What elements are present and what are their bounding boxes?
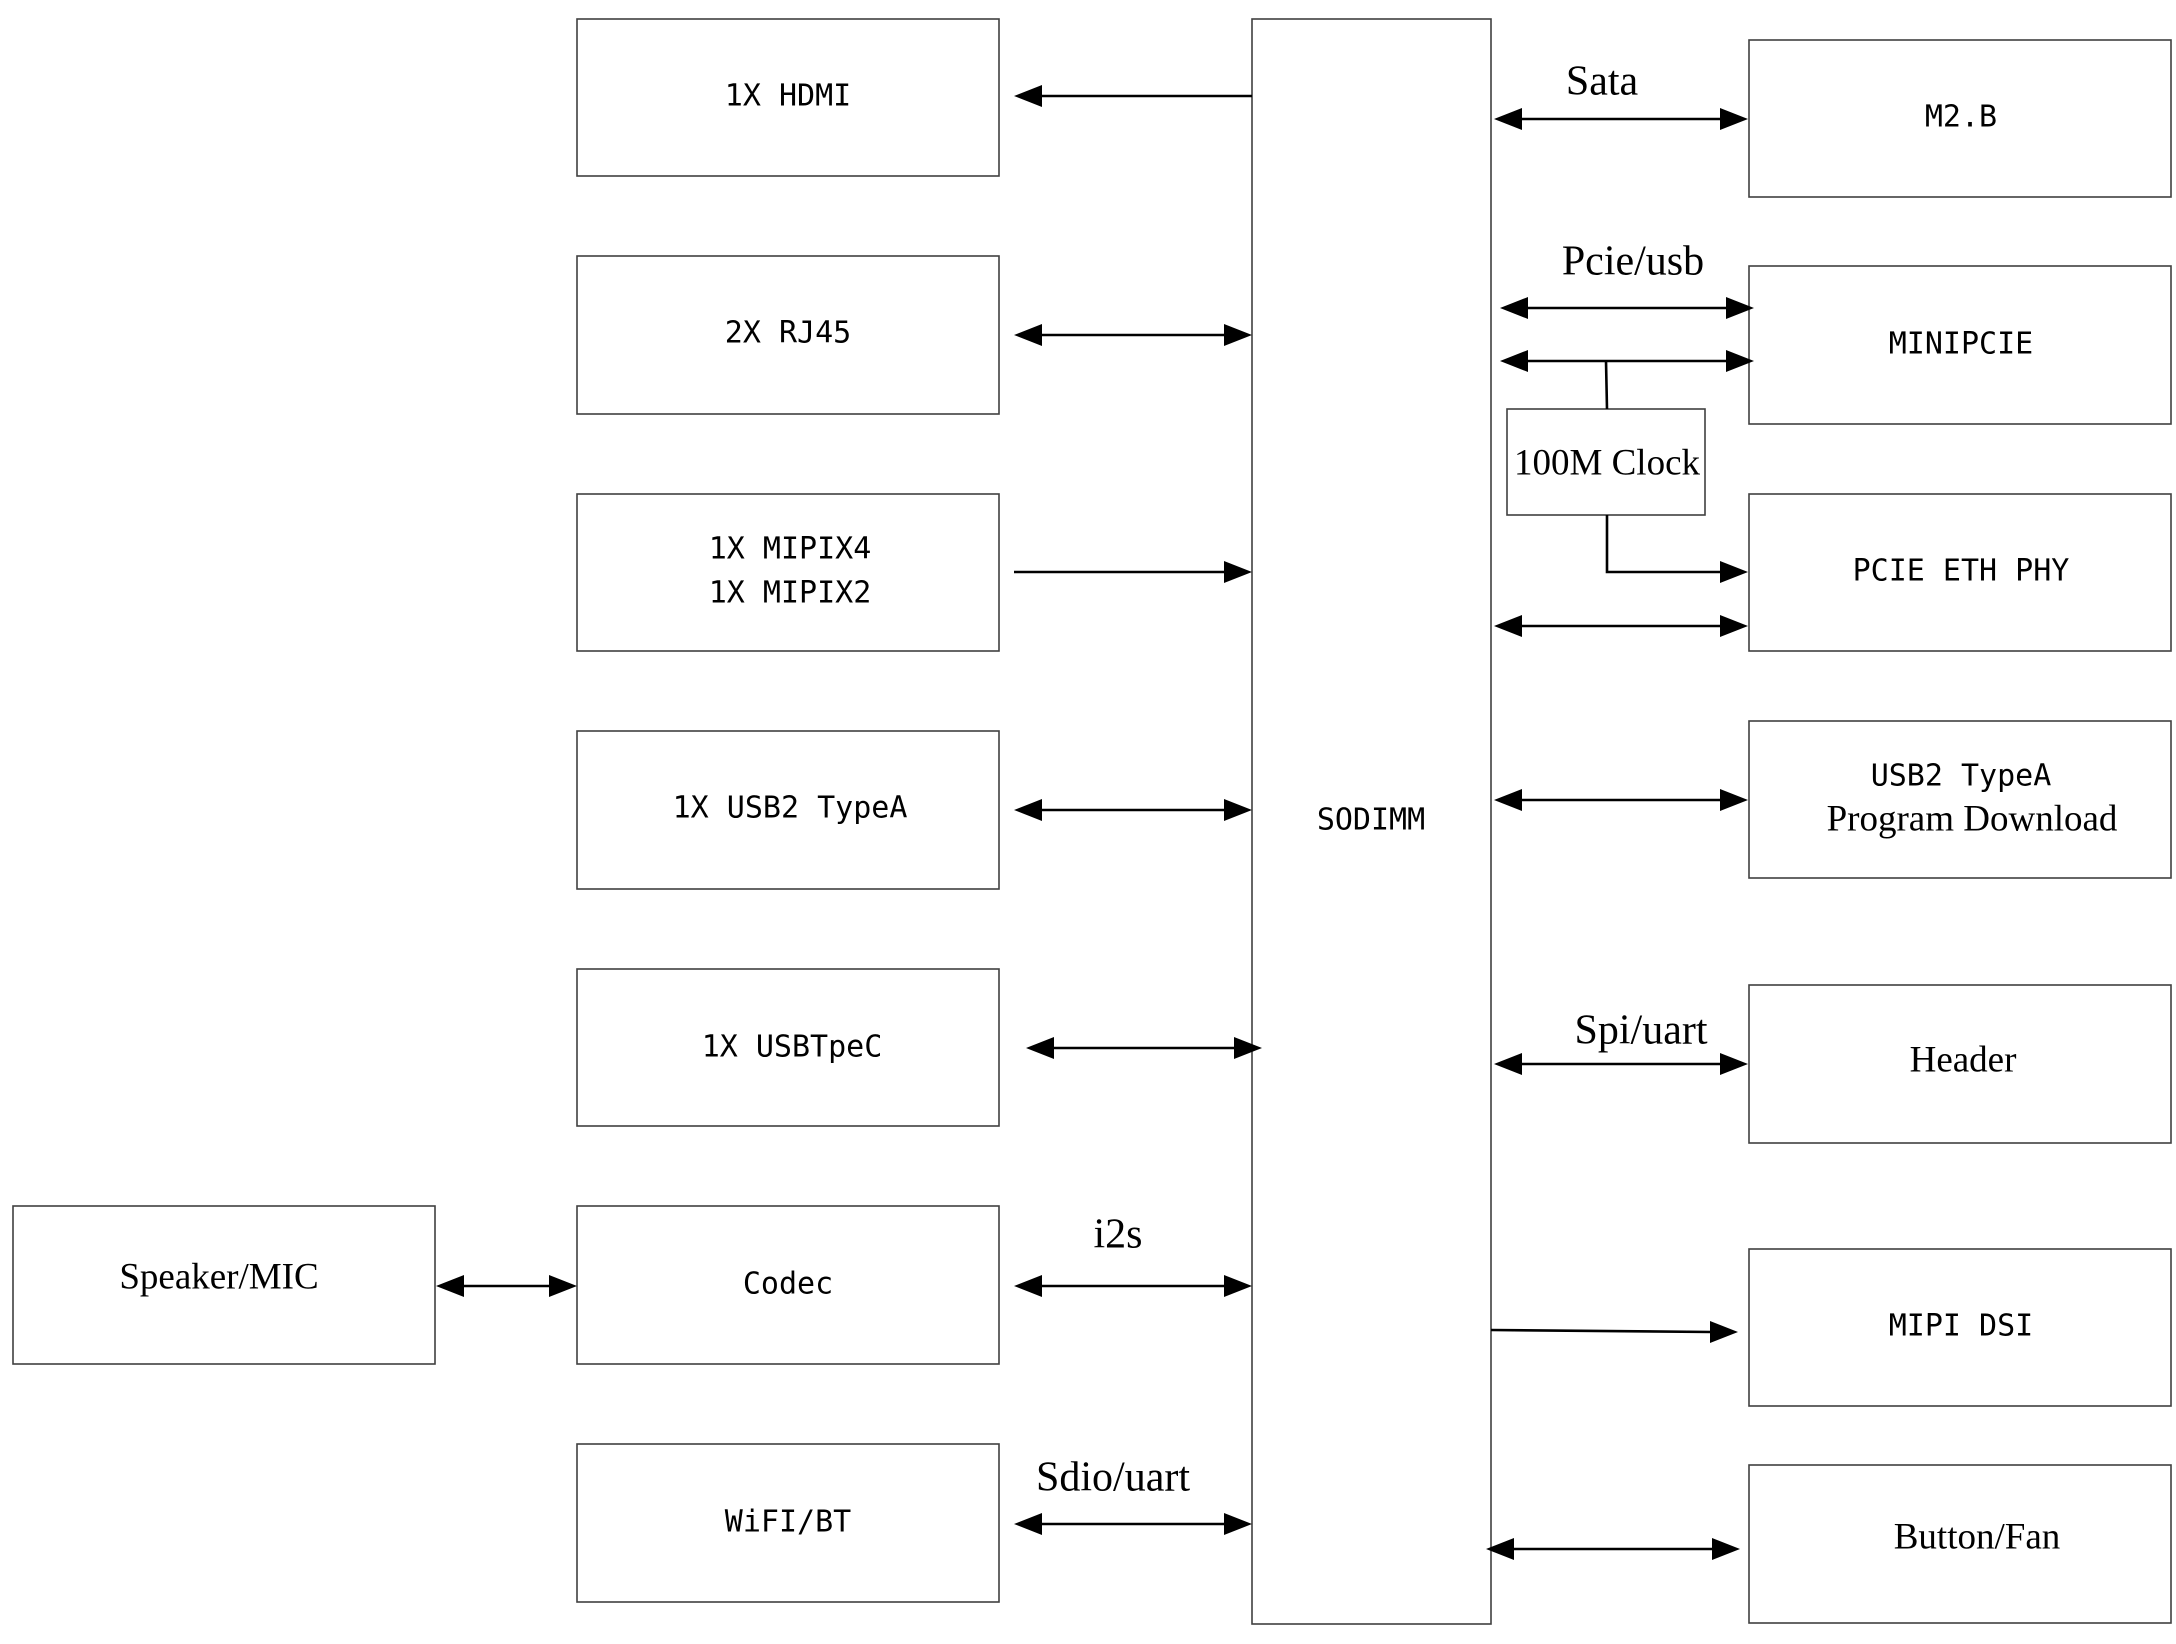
rj45-label: 2X RJ45 (725, 316, 851, 351)
wifi-bt-block (576, 1443, 1000, 1603)
speaker-codec-connector (436, 1275, 577, 1297)
button-fan-label: Button/Fan (1894, 1516, 2061, 1557)
sata-connector (1494, 108, 1748, 130)
spi-uart-connection-label: Spi/uart (1575, 1008, 1708, 1054)
clock-to-eth-phy-connector (1605, 515, 1748, 583)
clock-block (1506, 408, 1706, 516)
clock-to-minipcie-line (1604, 360, 1609, 410)
codec-block (576, 1205, 1000, 1365)
hdmi-label: 1X HDMI (725, 79, 851, 114)
speaker-mic-block (12, 1205, 436, 1365)
mipi-x2-label: 1X MIPIX2 (709, 576, 872, 611)
header-label: Header (1910, 1039, 2017, 1080)
mipi-x4-label: 1X MIPIX4 (709, 532, 872, 567)
pcie-usb-connector-upper (1500, 297, 1754, 319)
rj45-block (576, 255, 1000, 415)
usb-typec-block (576, 968, 1000, 1127)
usb2-typea-block (576, 730, 1000, 890)
usb-typec-label: 1X USBTpeC (702, 1030, 883, 1065)
sodimm-label: SODIMM (1317, 803, 1425, 838)
codec-label: Codec (743, 1267, 833, 1302)
pcie-eth-phy-block (1748, 493, 2172, 652)
usb-program-block (1748, 720, 2172, 879)
pcie-usb-connector-lower (1500, 350, 1754, 372)
mipi-csi-connector (1014, 561, 1252, 583)
eth-phy-connector (1494, 615, 1748, 637)
spi-uart-connector (1494, 1053, 1748, 1075)
usb-typec-connector (1026, 1037, 1262, 1059)
m2b-label: M2.B (1925, 100, 1997, 135)
button-fan-block (1748, 1464, 2172, 1624)
speaker-mic-label: Speaker/MIC (119, 1256, 318, 1297)
usb-program-line2-label: Program Download (1827, 798, 2118, 839)
i2s-connection-label: i2s (1093, 1212, 1142, 1258)
hdmi-block (576, 18, 1000, 177)
mipi-csi-block (576, 493, 1000, 652)
mipi-dsi-label: MIPI DSI (1889, 1309, 2034, 1344)
pcie-eth-phy-label: PCIE ETH PHY (1853, 554, 2070, 589)
mipi-dsi-block (1748, 1248, 2172, 1407)
sdio-uart-connection-label: Sdio/uart (1036, 1455, 1190, 1501)
wifi-bt-label: WiFI/BT (725, 1505, 851, 1540)
codec-connector (1014, 1275, 1252, 1297)
hdmi-connector (1014, 85, 1252, 107)
minipcie-label: MINIPCIE (1889, 327, 2034, 362)
usb-program-line1-label: USB2 TypeA (1871, 759, 2052, 794)
wifi-bt-connector (1014, 1513, 1252, 1535)
button-fan-connector (1486, 1538, 1740, 1560)
pcie-usb-connection-label: Pcie/usb (1562, 239, 1704, 285)
m2b-block (1748, 39, 2172, 198)
clock-label: 100M Clock (1514, 442, 1701, 483)
sata-connection-label: Sata (1566, 59, 1639, 105)
usb-program-connector (1494, 789, 1748, 811)
rj45-connector (1014, 324, 1252, 346)
usb2-typea-label: 1X USB2 TypeA (673, 791, 908, 826)
header-block (1748, 984, 2172, 1144)
minipcie-block (1748, 265, 2172, 425)
usb2-typea-connector (1014, 799, 1252, 821)
sodimm-block (1251, 18, 1492, 1625)
mipi-dsi-connector (1490, 1321, 1738, 1343)
